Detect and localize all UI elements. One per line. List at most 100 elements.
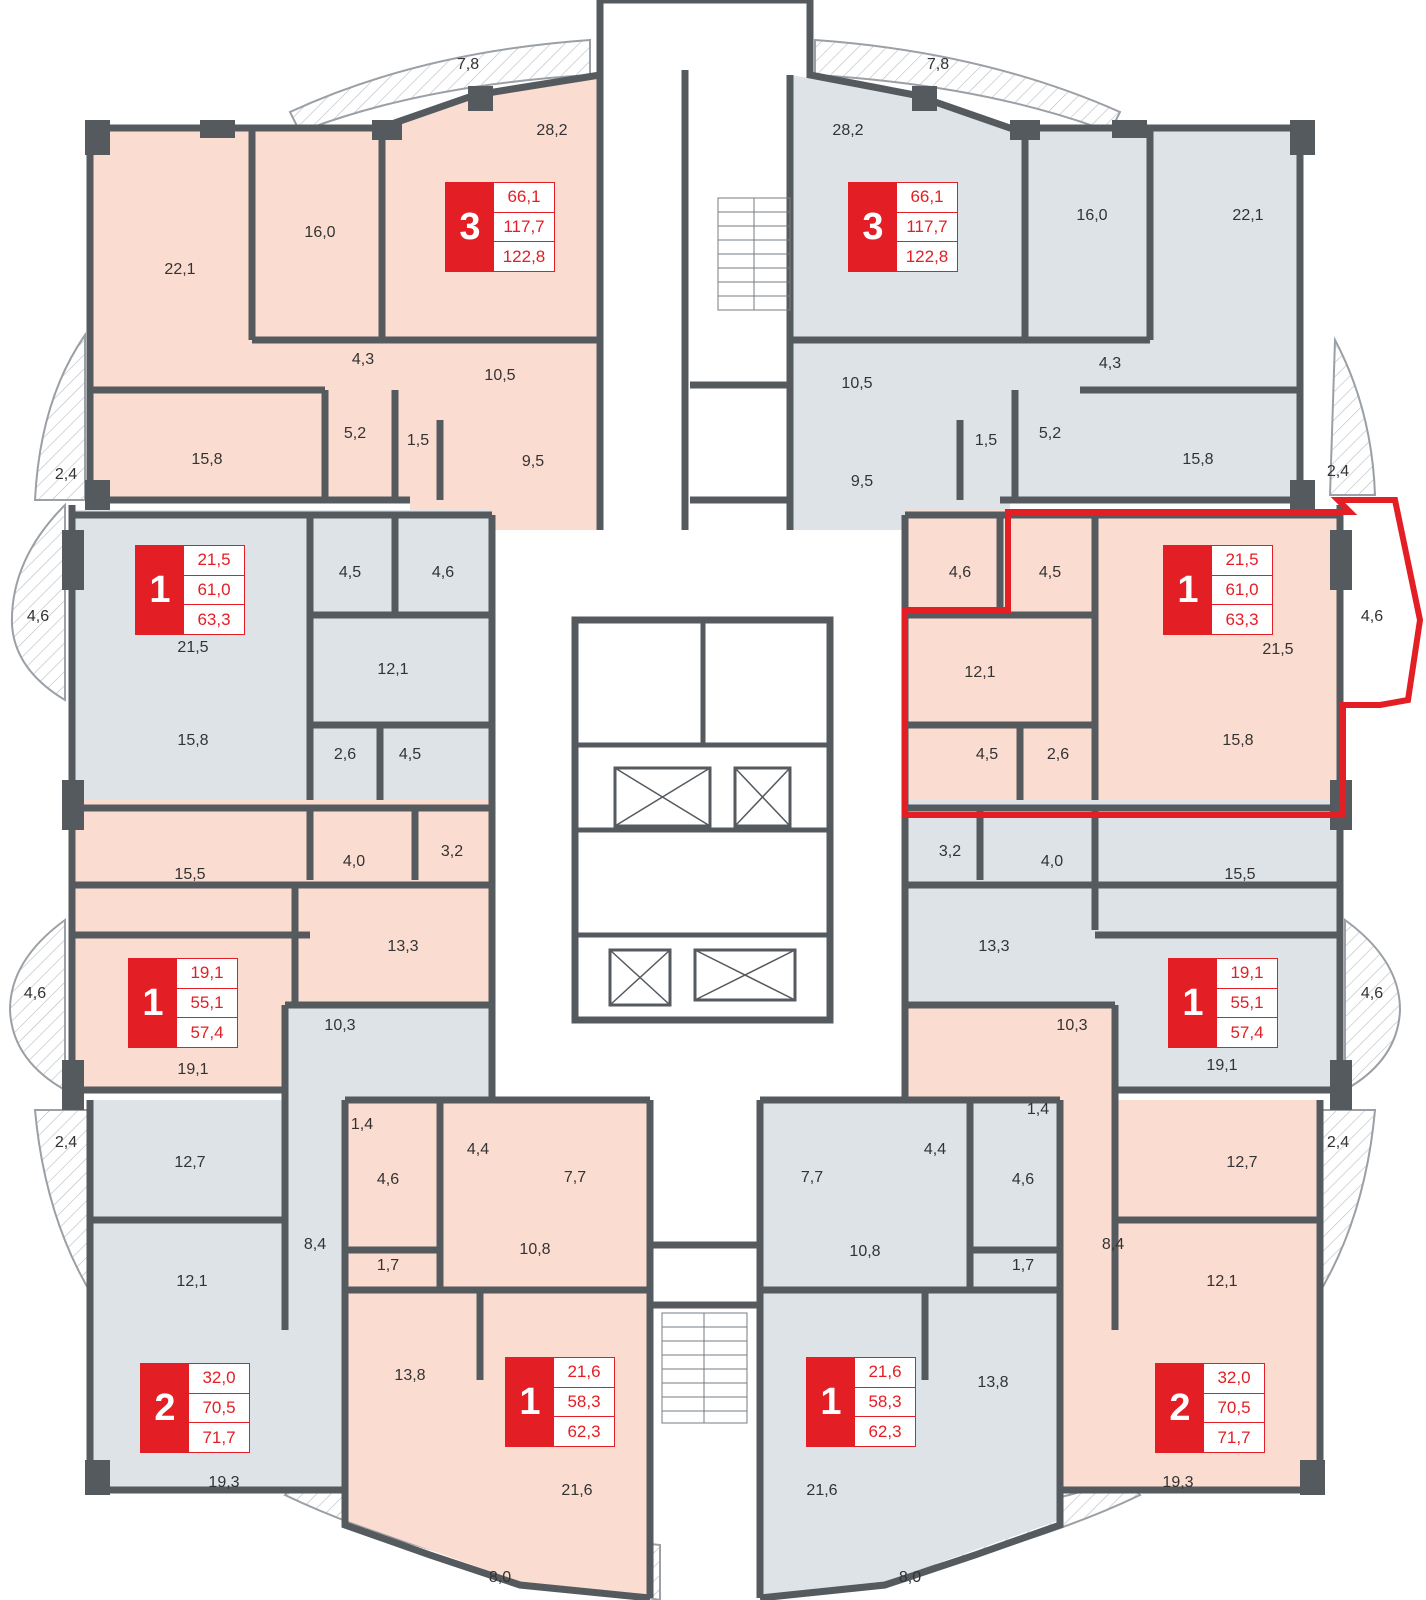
- area-value: 62,3: [554, 1416, 614, 1446]
- room-area-label: 12,1: [1206, 1273, 1238, 1290]
- room-area-label: 28,2: [536, 122, 568, 139]
- area-value: 58,3: [554, 1386, 614, 1417]
- room-area-label: 15,8: [177, 732, 209, 749]
- room-area-label: 8,4: [303, 1236, 327, 1253]
- fill-apt-left-corridor: [285, 1005, 492, 1330]
- fill-apt-bottom-left-1: [345, 1100, 650, 1595]
- room-area-label: 7,7: [563, 1169, 587, 1186]
- room-area-label: 5,2: [343, 425, 367, 442]
- room-area-label: 4,6: [948, 564, 972, 581]
- room-area-label: 4,0: [1040, 853, 1064, 870]
- room-count: 1: [136, 546, 184, 634]
- elevator-shaft-2: [733, 766, 792, 828]
- room-area-label: 2,6: [1046, 746, 1070, 763]
- area-value: 66,1: [507, 187, 541, 207]
- room-area-label: 15,5: [1224, 866, 1256, 883]
- room-area-label: 4,6: [1011, 1171, 1035, 1188]
- room-area-label: 10,3: [1056, 1017, 1088, 1034]
- room-area-label: 4,3: [351, 351, 375, 368]
- room-count: 3: [446, 183, 494, 271]
- room-area-label: 4,0: [342, 853, 366, 870]
- room-area-label: 4,6: [1360, 985, 1384, 1002]
- balcony-right-low: [1344, 918, 1402, 1092]
- balcony-left-upper: [33, 331, 86, 501]
- room-area-label: 4,6: [23, 985, 47, 1002]
- room-area-label: 8,0: [488, 1569, 512, 1586]
- room-area-label: 5,2: [1038, 425, 1062, 442]
- area-value: 71,7: [189, 1422, 249, 1452]
- room-area-label: 4,5: [1038, 564, 1062, 581]
- room-area-label: 7,8: [456, 56, 480, 73]
- room-area-label: 3,2: [440, 843, 464, 860]
- room-area-label: 2,6: [333, 746, 357, 763]
- elevator-shaft-1: [613, 766, 712, 828]
- area-value: 71,7: [1204, 1422, 1264, 1452]
- room-area-label: 28,2: [832, 122, 864, 139]
- area-value: 63,3: [184, 604, 244, 634]
- room-area-label: 4,3: [1098, 355, 1122, 372]
- area-value: 66,1: [910, 187, 944, 207]
- room-area-label: 15,8: [1222, 732, 1254, 749]
- area-value: 32,0: [1217, 1368, 1251, 1388]
- room-area-label: 12,1: [964, 664, 996, 681]
- selected-apartment-outline[interactable]: [902, 497, 1424, 818]
- room-area-label: 10,8: [849, 1243, 881, 1260]
- room-count: 1: [506, 1358, 554, 1446]
- area-value: 55,1: [177, 987, 237, 1018]
- room-area-label: 8,0: [898, 1569, 922, 1586]
- area-value: 70,5: [1204, 1392, 1264, 1423]
- area-value: 117,7: [494, 211, 554, 242]
- room-area-label: 2,4: [1326, 1134, 1350, 1151]
- balcony-right-upper: [1328, 336, 1377, 496]
- room-area-label: 10,5: [841, 375, 873, 392]
- area-value: 21,6: [567, 1362, 601, 1382]
- elevator-shaft-3: [608, 948, 672, 1007]
- room-count: 2: [141, 1364, 189, 1452]
- room-area-label: 13,3: [387, 938, 419, 955]
- room-area-label: 1,5: [974, 432, 998, 449]
- room-area-label: 21,5: [1262, 641, 1294, 658]
- room-area-label: 13,8: [977, 1374, 1009, 1391]
- area-value: 55,1: [1217, 987, 1277, 1018]
- room-area-label: 2,4: [54, 1134, 78, 1151]
- room-area-label: 21,6: [561, 1482, 593, 1499]
- balcony-left-mid: [10, 502, 66, 702]
- room-area-label: 4,6: [431, 564, 455, 581]
- room-area-label: 1,7: [1011, 1257, 1035, 1274]
- room-area-label: 4,6: [26, 608, 50, 625]
- room-area-label: 9,5: [521, 453, 545, 470]
- area-value: 19,1: [1230, 963, 1264, 983]
- room-area-label: 16,0: [304, 224, 336, 241]
- room-count: 1: [807, 1358, 855, 1446]
- fill-apt-top-right: [790, 75, 1300, 530]
- area-value: 117,7: [897, 211, 957, 242]
- apartment-fills: [72, 75, 1340, 1595]
- room-area-label: 22,1: [164, 261, 196, 278]
- room-area-label: 10,3: [324, 1017, 356, 1034]
- area-value: 61,0: [184, 574, 244, 605]
- room-area-label: 21,6: [806, 1482, 838, 1499]
- room-area-label: 12,7: [1226, 1154, 1258, 1171]
- room-area-label: 12,7: [174, 1154, 206, 1171]
- area-value: 63,3: [1212, 604, 1272, 634]
- room-count: 1: [1169, 959, 1217, 1047]
